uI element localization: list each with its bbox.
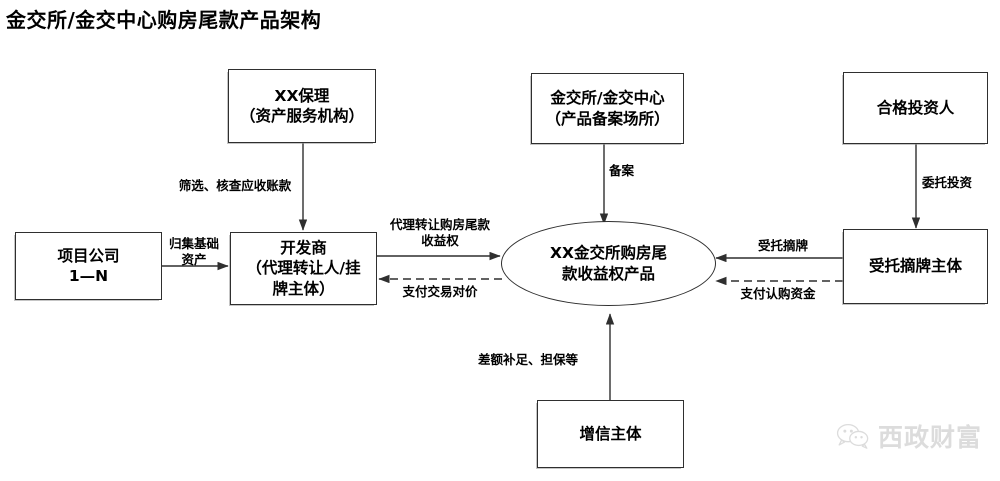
edge-label-transfer-rights: 代理转让购房尾款 收益权	[389, 217, 490, 248]
node-project-company[interactable]: 项目公司 1—N	[15, 232, 162, 300]
node-project-company-label: 项目公司 1—N	[57, 246, 120, 285]
edge-label-screen-receivables: 筛选、核查应收账款	[178, 178, 292, 193]
watermark-text: 西政财富	[878, 423, 983, 452]
node-credit-enhancer[interactable]: 增信主体	[537, 400, 684, 468]
node-developer-label: 开发商 （代理转让人/挂 牌主体）	[246, 238, 361, 298]
node-investor[interactable]: 合格投资人	[843, 72, 988, 144]
node-exchange[interactable]: 金交所/金交中心 （产品备案场所）	[531, 73, 684, 144]
node-developer[interactable]: 开发商 （代理转让人/挂 牌主体）	[230, 232, 377, 305]
node-bidder[interactable]: 受托摘牌主体	[843, 229, 988, 304]
edge-label-pay-subscription: 支付认购资金	[740, 286, 816, 301]
edge-label-entrusted-invest: 委托投资	[922, 175, 973, 190]
node-exchange-label: 金交所/金交中心 （产品备案场所）	[545, 89, 670, 128]
wechat-icon	[836, 423, 870, 449]
edge-label-credit-support: 差额补足、担保等	[478, 352, 579, 367]
node-investor-label: 合格投资人	[876, 98, 955, 117]
node-factoring-label: XX保理 （资产服务机构）	[239, 86, 364, 125]
watermark: 西政财富	[836, 418, 982, 454]
node-factoring[interactable]: XX保理 （资产服务机构）	[228, 69, 376, 143]
edge-label-pool-assets: 归集基础 资产	[168, 236, 219, 267]
node-bidder-label: 受托摘牌主体	[868, 257, 962, 276]
node-credit-enhancer-label: 增信主体	[579, 424, 642, 443]
edge-label-entrusted-bid: 受托摘牌	[757, 238, 808, 253]
node-product-label: XX金交所购房尾 款收益权产品	[550, 244, 667, 283]
edge-label-pay-consideration: 支付交易对价	[402, 284, 478, 299]
edge-label-filing: 备案	[609, 163, 635, 178]
node-product[interactable]: XX金交所购房尾 款收益权产品	[501, 221, 716, 306]
page-title: 金交所/金交中心购房尾款产品架构	[6, 8, 322, 32]
